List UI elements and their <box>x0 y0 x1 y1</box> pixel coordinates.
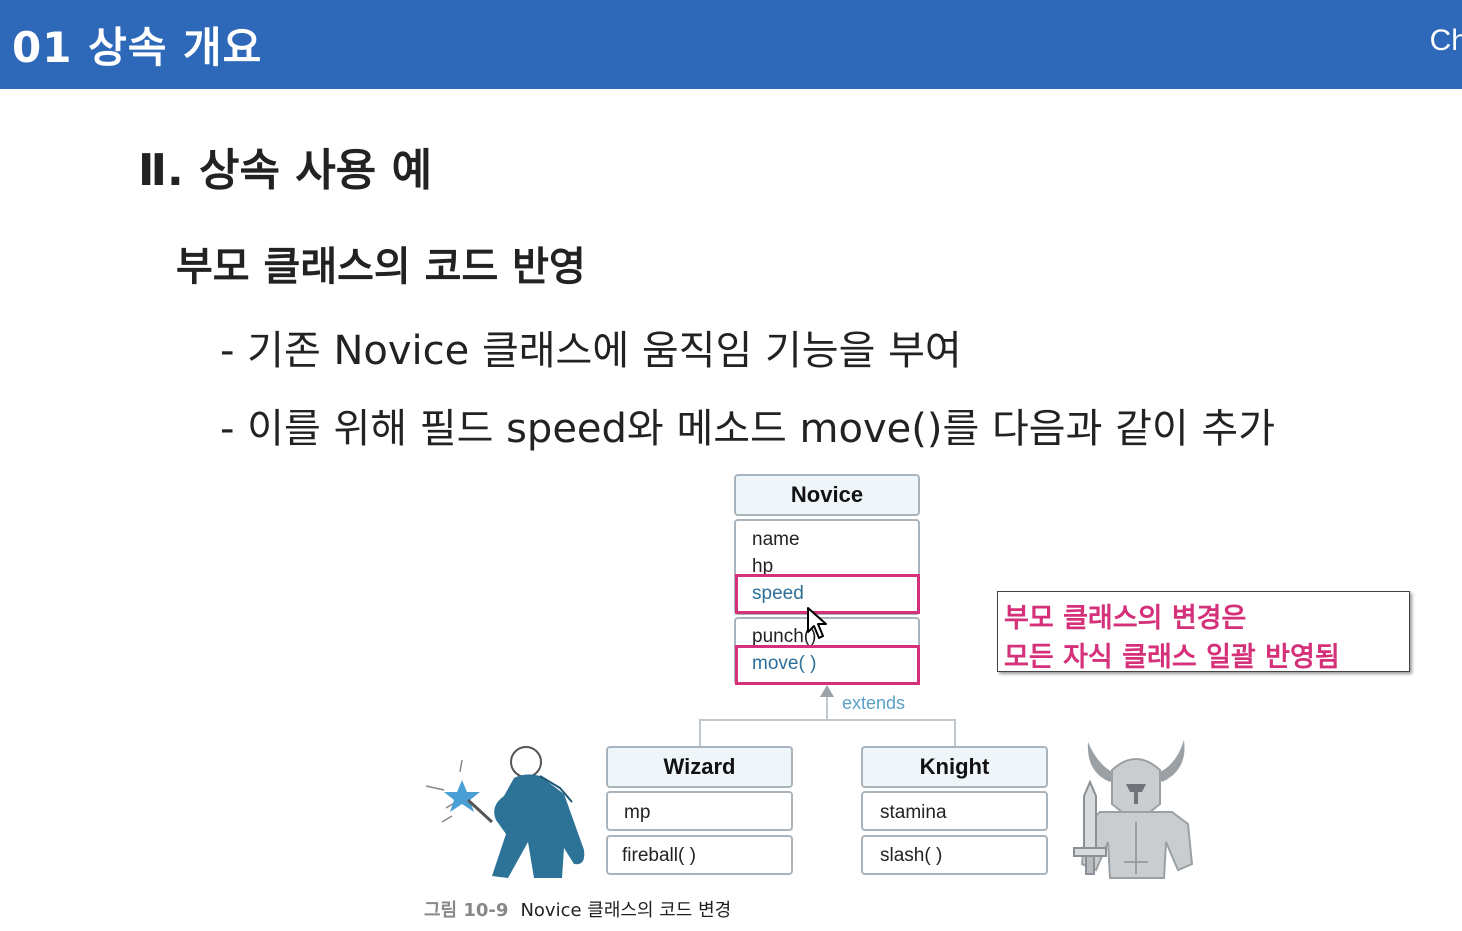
figure-caption-text: Novice 클래스의 코드 변경 <box>520 900 732 921</box>
connector-wizard <box>699 719 701 746</box>
novice-method-punch: punch() <box>752 626 817 647</box>
callout-line-1: 부모 클래스의 변경은 <box>1004 603 1247 634</box>
wizard-method-fireball: fireball( ) <box>622 845 696 866</box>
wizard-methods-box <box>606 835 793 875</box>
wizard-fields-box <box>606 791 793 831</box>
extends-label: extends <box>842 693 906 713</box>
bullet-2: - 이를 위해 필드 speed와 메소드 move()를 다음과 같이 추가 <box>220 406 1276 452</box>
wizard-field-mp: mp <box>624 802 651 823</box>
knight-field-stamina: stamina <box>880 802 947 823</box>
speed-highlight <box>735 574 920 614</box>
header-right-text: Ch <box>1429 24 1462 57</box>
subheading: 부모 클래스의 코드 반영 <box>176 244 586 290</box>
novice-class-header: Novice <box>734 474 920 516</box>
knight-method-slash: slash( ) <box>880 845 943 866</box>
inheritance-arrow-icon <box>820 685 834 697</box>
bullet-1: - 기존 Novice 클래스에 움직임 기능을 부여 <box>220 328 962 374</box>
connector-horizontal <box>699 719 956 721</box>
novice-field-speed: speed <box>752 583 804 604</box>
section-heading: Ⅱ. 상속 사용 예 <box>138 145 433 196</box>
wizard-class-name: Wizard <box>663 754 736 779</box>
slide-title: 01 상속 개요 <box>12 23 263 72</box>
move-highlight <box>735 645 920 685</box>
callout-box: 부모 클래스의 변경은 모든 자식 클래스 일괄 반영됨 <box>997 591 1410 673</box>
wizard-illustration <box>425 746 585 878</box>
novice-fields-box <box>734 519 920 615</box>
connector-vertical <box>826 694 828 720</box>
figure-number: 그림 10-9 <box>424 900 509 921</box>
knight-methods-box <box>861 835 1048 875</box>
novice-field-name: name <box>752 529 800 550</box>
header-bar: 01 상속 개요 Ch <box>0 0 1462 89</box>
knight-class-name: Knight <box>919 754 990 779</box>
novice-field-hp: hp <box>752 556 774 577</box>
connector-knight <box>954 719 956 746</box>
novice-class-name: Novice <box>790 482 864 507</box>
knight-class-header: Knight <box>861 746 1048 788</box>
figure-caption: 그림 10-9 Novice 클래스의 코드 변경 <box>424 896 731 922</box>
wizard-class-header: Wizard <box>606 746 793 788</box>
callout-line-2: 모든 자식 클래스 일괄 반영됨 <box>1004 642 1340 673</box>
novice-method-move: move( ) <box>752 653 817 674</box>
knight-fields-box <box>861 791 1048 831</box>
knight-illustration <box>1073 740 1194 879</box>
mouse-cursor-icon <box>807 607 827 639</box>
